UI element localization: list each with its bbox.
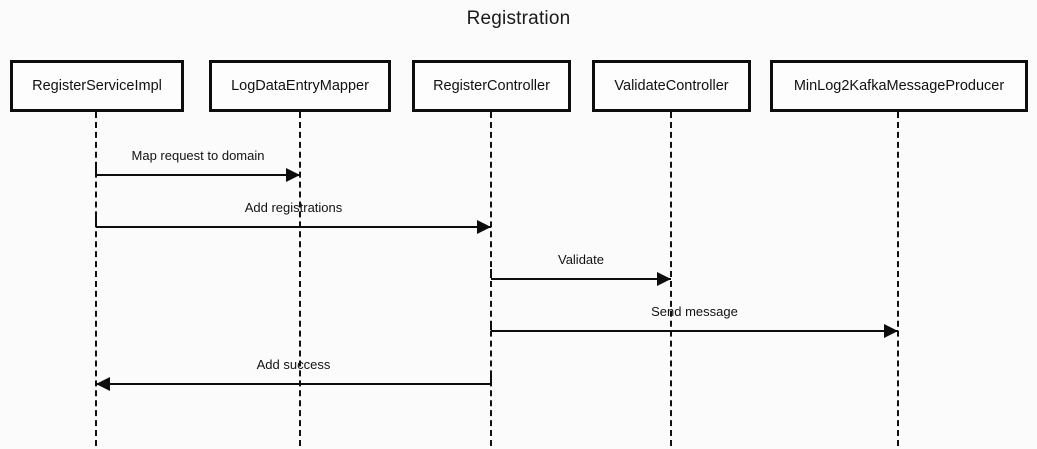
message-label-add-success: Add success [256, 357, 331, 372]
arrow-head-add-success [96, 377, 110, 391]
message-label-map-request-to-domain: Map request to domain [131, 148, 265, 163]
participant-box-log-data-entry-mapper[interactable]: LogDataEntryMapper [209, 60, 391, 112]
message-line-add-success [96, 383, 491, 385]
arrow-head-validate [657, 272, 671, 286]
message-label-add-registrations: Add registrations [244, 200, 343, 215]
message-line-map-request-to-domain [96, 174, 300, 176]
lifeline-min-log2-kafka-message-producer [897, 112, 899, 446]
participant-label: RegisterServiceImpl [32, 78, 162, 94]
participant-box-register-service-impl[interactable]: RegisterServiceImpl [10, 60, 184, 112]
participant-box-validate-controller[interactable]: ValidateController [592, 60, 751, 112]
message-line-validate [491, 278, 671, 280]
message-line-send-message [491, 330, 898, 332]
participant-box-min-log2-kafka-message-producer[interactable]: MinLog2KafkaMessageProducer [770, 60, 1028, 112]
lifeline-validate-controller [670, 112, 672, 446]
message-line-add-registrations [96, 226, 491, 228]
participant-box-register-controller[interactable]: RegisterController [412, 60, 571, 112]
message-riser-map-request-to-domain [95, 165, 97, 174]
arrow-head-map-request-to-domain [286, 168, 300, 182]
message-riser-send-message [490, 321, 492, 330]
participant-label: LogDataEntryMapper [231, 78, 369, 94]
participant-label: RegisterController [433, 78, 550, 94]
participant-label: MinLog2KafkaMessageProducer [793, 78, 1005, 94]
message-label-send-message: Send message [651, 304, 738, 319]
message-riser-validate [490, 269, 492, 278]
arrow-head-add-registrations [477, 220, 491, 234]
message-riser-add-success [490, 374, 492, 383]
participant-label: ValidateController [614, 78, 729, 94]
page-title: Registration [466, 8, 571, 29]
lifeline-log-data-entry-mapper [299, 112, 301, 446]
arrow-head-send-message [884, 324, 898, 338]
message-label-validate: Validate [557, 252, 604, 267]
message-riser-add-registrations [95, 217, 97, 226]
lifeline-register-service-impl [95, 112, 97, 446]
